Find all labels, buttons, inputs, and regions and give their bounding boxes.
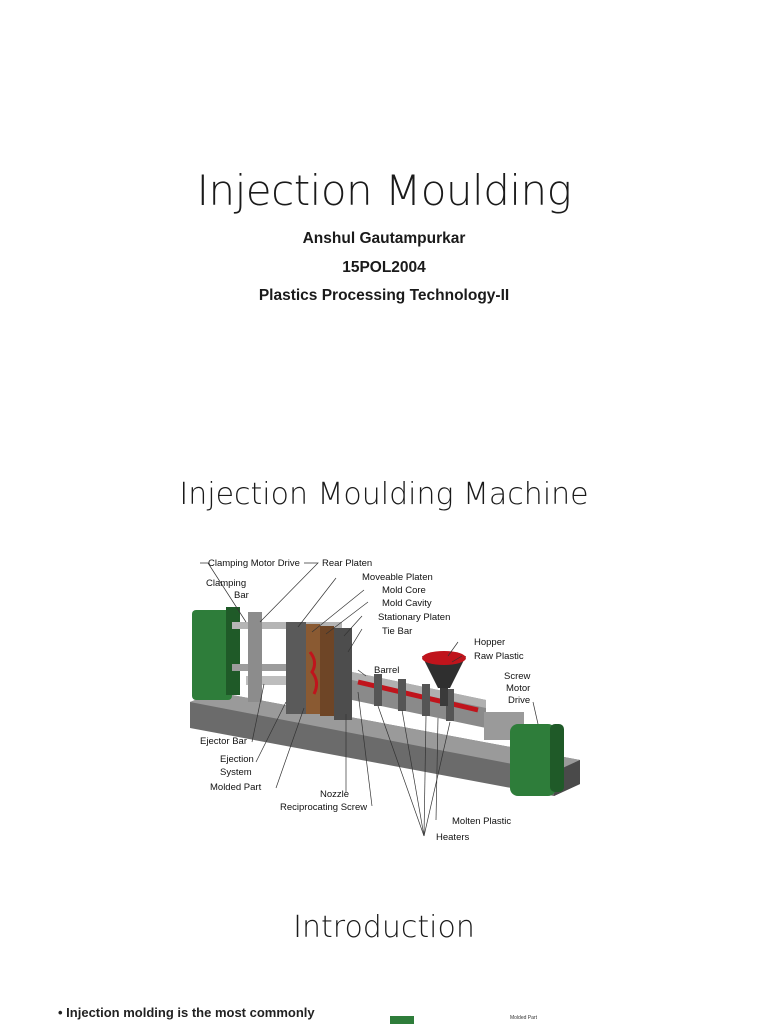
label-screw: Screw bbox=[504, 671, 531, 682]
label-bar: Bar bbox=[234, 590, 249, 601]
label-barrel: Barrel bbox=[374, 665, 399, 676]
slide-title-introduction: Introduction bbox=[293, 910, 475, 945]
label-molten-plastic: Molten Plastic bbox=[452, 816, 511, 827]
label-clamping: Clamping bbox=[206, 578, 246, 589]
leader-lines bbox=[200, 562, 539, 837]
label-drive: Drive bbox=[508, 695, 530, 706]
rear-platen bbox=[248, 612, 262, 702]
bullet-item: • Injection molding is the most commonly bbox=[58, 1004, 358, 1021]
label-ejection: Ejection bbox=[220, 754, 254, 765]
thumb-label: Molded Part bbox=[510, 1015, 538, 1021]
heaters-shapes bbox=[374, 674, 454, 721]
thumb-motor bbox=[390, 1016, 414, 1024]
roll-number: 15POL2004 bbox=[342, 259, 426, 276]
label-rear-platen: Rear Platen bbox=[322, 558, 372, 569]
ejector-bar-shape bbox=[246, 676, 296, 685]
label-raw-plastic: Raw Plastic bbox=[474, 651, 524, 662]
injection-moulding-machine-diagram: Clamping Motor Drive Rear Platen Clampin… bbox=[190, 558, 580, 843]
molded-part-shape bbox=[308, 651, 319, 695]
course-name: Plastics Processing Technology-II bbox=[258, 287, 510, 304]
label-moveable-platen: Moveable Platen bbox=[362, 572, 433, 583]
label-nozzle: Nozzle bbox=[320, 789, 349, 800]
label-heaters: Heaters bbox=[436, 832, 470, 843]
label-mold-cavity: Mold Cavity bbox=[382, 598, 432, 609]
label-mold-core: Mold Core bbox=[382, 585, 426, 596]
bullet-dot: • bbox=[58, 1005, 67, 1020]
label-clamping-motor-drive: Clamping Motor Drive bbox=[208, 558, 300, 569]
label-tie-bar: Tie Bar bbox=[382, 626, 412, 637]
mold-cavity bbox=[320, 626, 334, 716]
label-hopper: Hopper bbox=[474, 637, 505, 648]
clamping-motor bbox=[192, 610, 232, 700]
label-motor: Motor bbox=[506, 683, 530, 694]
label-stationary-platen: Stationary Platen bbox=[378, 612, 450, 623]
label-molded-part: Molded Part bbox=[210, 782, 262, 793]
slide-title-injection-moulding: Injection Moulding bbox=[196, 166, 572, 215]
label-ejector-bar: Ejector Bar bbox=[200, 736, 247, 747]
introduction-thumbnail-diagram: Molded Part bbox=[390, 1015, 538, 1024]
label-reciprocating-screw: Reciprocating Screw bbox=[280, 802, 367, 813]
moveable-platen bbox=[286, 622, 306, 714]
author-name: Anshul Gautampurkar bbox=[302, 230, 466, 247]
raw-plastic-shape bbox=[422, 651, 466, 665]
bullet-text: Injection molding is the most commonly bbox=[66, 1005, 315, 1020]
slide-title-machine: Injection Moulding Machine bbox=[179, 477, 589, 512]
clamping-motor-side bbox=[226, 607, 240, 695]
stationary-platen bbox=[334, 628, 352, 720]
screw-motor bbox=[510, 724, 556, 796]
label-system: System bbox=[220, 767, 252, 778]
